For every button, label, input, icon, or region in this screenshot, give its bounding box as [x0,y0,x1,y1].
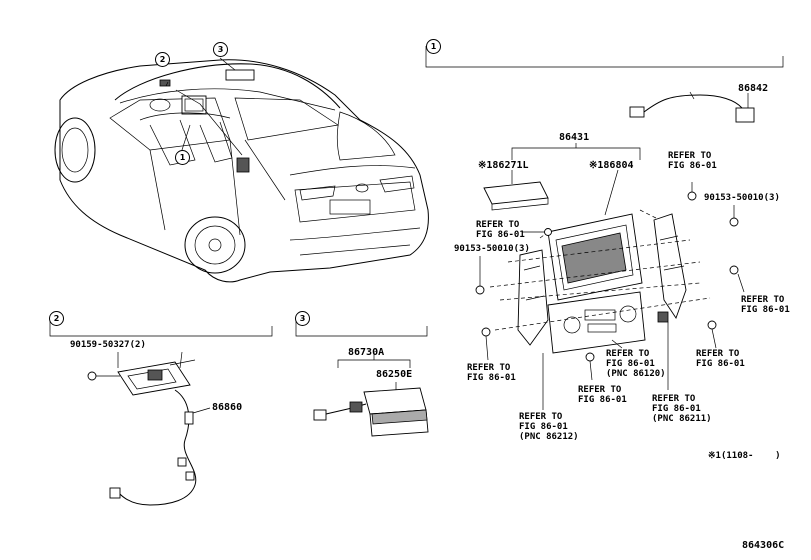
section-3-parts [313,352,429,437]
car-callout-2: 2 [155,52,170,67]
section-3-marker: 3 [295,311,310,326]
footnote-label: ※1(1108- ) [708,451,781,461]
refer-fig-label-pnc-86211: REFER TO FIG 86-01 (PNC 86211) [652,394,712,424]
refer-fig-label-right-low: REFER TO FIG 86-01 [696,349,745,369]
part-86271L-label: ※186271L [478,160,529,171]
refer-fig-label-left-upper: REFER TO FIG 86-01 [476,220,525,240]
vehicle-illustration [54,57,429,283]
part-86860-label: 86860 [212,402,243,413]
section-2-marker: 2 [49,311,64,326]
bolt-90153-50010-label-right: 90153-50010(3) [704,193,780,203]
refer-fig-label-right-mid: REFER TO FIG 86-01 [741,295,790,315]
refer-fig-label-left-lower: REFER TO FIG 86-01 [467,363,516,383]
figure-code-label: 864306C [742,540,785,551]
part-86804-label: ※186804 [589,160,634,171]
part-86431-label: 86431 [559,132,590,143]
refer-fig-label-top-right: REFER TO FIG 86-01 [668,151,717,171]
part-86730A-label: 86730A [348,347,385,358]
bolt-90153-50010-label-left: 90153-50010(3) [454,244,530,254]
refer-fig-label-pnc-86120: REFER TO FIG 86-01 (PNC 86120) [606,349,666,379]
car-callout-3: 3 [213,42,228,57]
bolt-90159-50327-label: 90159-50327(2) [70,340,146,350]
car-callout-1: 1 [175,150,190,165]
part-86842-label: 86842 [738,83,769,94]
section-1-parts [475,91,755,410]
section-2-parts [87,351,211,506]
refer-fig-label-pnc-86212: REFER TO FIG 86-01 (PNC 86212) [519,412,579,442]
section-1-marker: 1 [426,39,441,54]
part-86250E-label: 86250E [376,369,413,380]
refer-fig-label-bottom-mid: REFER TO FIG 86-01 [578,385,627,405]
